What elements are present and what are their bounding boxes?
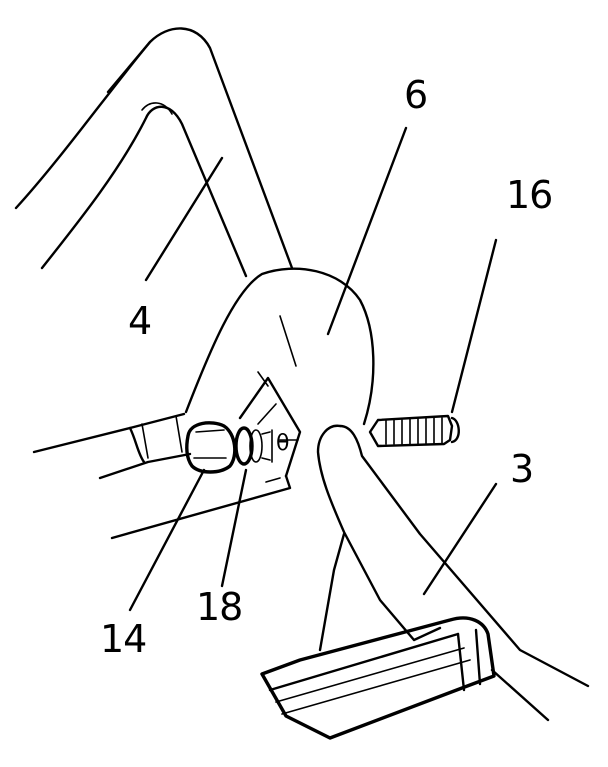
leader-4 xyxy=(144,156,224,282)
nut xyxy=(185,421,237,474)
leader-lines xyxy=(128,126,498,612)
label-part-4: 4 xyxy=(128,299,151,343)
left-rod xyxy=(32,412,192,480)
lower-tube xyxy=(316,424,590,722)
label-part-14: 14 xyxy=(100,617,146,661)
leader-6 xyxy=(326,126,408,336)
callouts: 4 6 16 3 14 18 xyxy=(100,73,553,661)
leader-14 xyxy=(128,468,206,612)
angle-mark: θ xyxy=(276,431,299,456)
leader-16 xyxy=(450,238,498,414)
washer xyxy=(234,426,273,466)
foot-grip xyxy=(260,616,496,740)
label-part-6: 6 xyxy=(404,73,427,117)
label-part-18: 18 xyxy=(196,585,242,629)
label-part-3: 3 xyxy=(510,447,533,491)
leader-3 xyxy=(422,482,498,596)
bolt xyxy=(368,414,460,448)
bracket-plate xyxy=(110,267,375,540)
leader-18 xyxy=(220,468,248,588)
label-part-16: 16 xyxy=(506,173,552,217)
upper-tube-frame xyxy=(14,27,294,278)
angle-symbol: θ xyxy=(276,431,289,456)
